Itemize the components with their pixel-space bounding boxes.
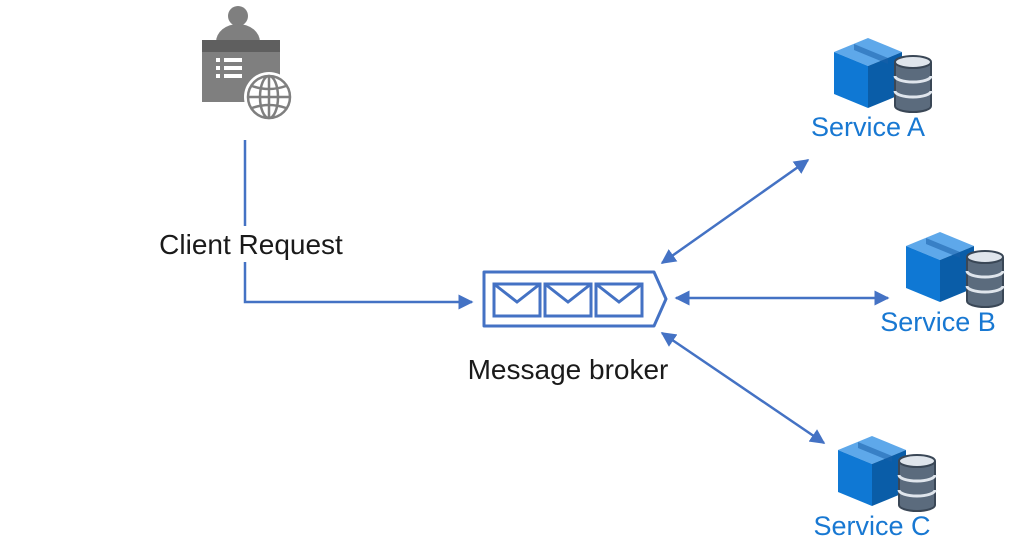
broker-service-a-connector bbox=[660, 158, 810, 265]
client-request-connector bbox=[243, 140, 474, 310]
envelope-icon bbox=[543, 282, 593, 318]
service-a-node: Service A bbox=[811, 38, 933, 142]
client-request-label: Client Request bbox=[159, 229, 343, 260]
envelope-icon bbox=[492, 282, 542, 318]
service-c-label: Service C bbox=[813, 511, 930, 541]
service-a-label: Service A bbox=[811, 112, 925, 142]
envelope-icon bbox=[594, 282, 644, 318]
globe-icon bbox=[246, 74, 292, 120]
message-broker-label: Message broker bbox=[468, 354, 669, 385]
service-b-label: Service B bbox=[880, 307, 996, 337]
user-web-client-icon bbox=[202, 6, 294, 122]
service-database-icon bbox=[838, 436, 937, 513]
service-b-node: Service B bbox=[880, 232, 1005, 337]
service-database-icon bbox=[834, 38, 933, 114]
message-queue-icon bbox=[482, 270, 668, 328]
broker-service-c-connector bbox=[660, 331, 826, 445]
service-c-node: Service C bbox=[813, 436, 937, 541]
service-database-icon bbox=[906, 232, 1005, 309]
